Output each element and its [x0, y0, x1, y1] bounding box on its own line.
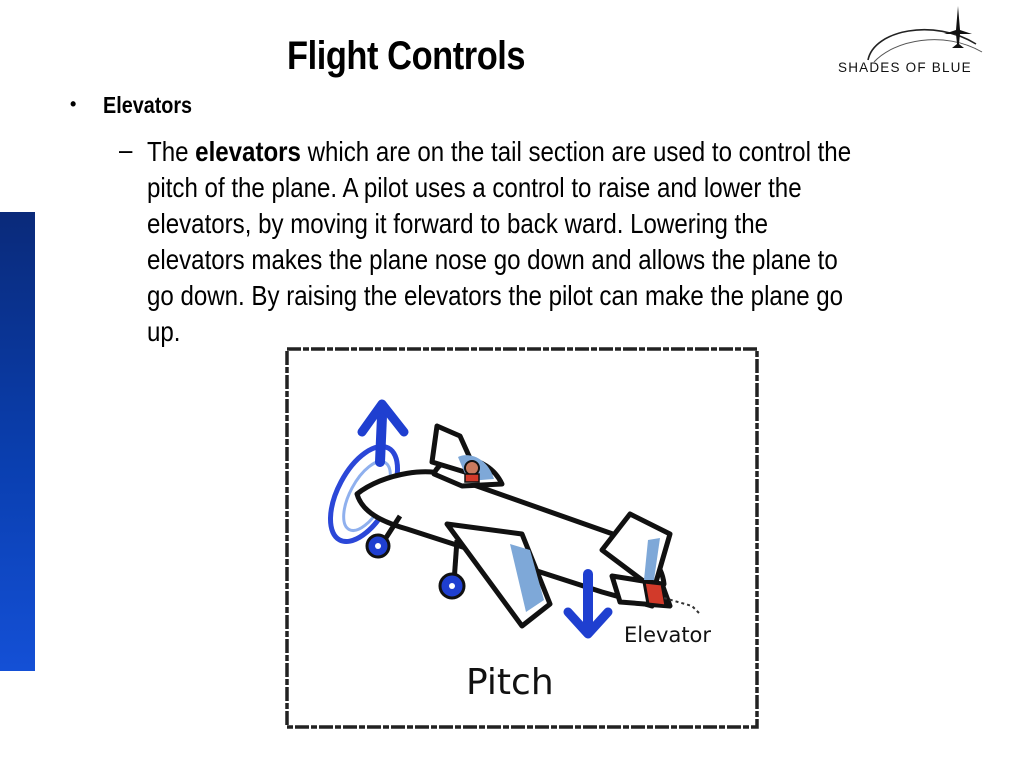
slide-title: Flight Controls [287, 34, 526, 78]
sub-bullet-marker: – [119, 134, 133, 165]
nose-up-arrow-icon [357, 399, 409, 467]
pitch-illustration: Elevator Pitch [285, 347, 759, 729]
paragraph-lead: The [147, 136, 196, 167]
logo-wordmark: SHADES OF BLUE [838, 60, 972, 75]
paragraph-bold-term: elevators [195, 136, 301, 167]
elevator-callout-line [663, 597, 701, 615]
shades-of-blue-logo [867, 6, 983, 63]
elevator-callout-label: Elevator [624, 623, 711, 647]
paragraph-line-2: pitch of the plane. A pilot uses a contr… [147, 172, 802, 203]
elevator-highlight [642, 580, 668, 608]
tail-down-arrow-icon [563, 569, 613, 639]
bullet-marker: • [70, 94, 77, 114]
pitch-caption: Pitch [466, 662, 554, 703]
paragraph-line-1-rest: which are on the tail section are used t… [300, 136, 852, 167]
sub-bullet-paragraph: The elevators which are on the tail sect… [147, 134, 979, 350]
paragraph-line-4: elevators makes the plane nose go down a… [147, 244, 838, 275]
paragraph-line-1: The elevators which are on the tail sect… [147, 134, 979, 170]
paragraph-line-3: elevators, by moving it forward to back … [147, 208, 769, 239]
pilot-icon [464, 460, 480, 483]
paragraph-line-5: go down. By raising the elevators the pi… [147, 280, 844, 311]
left-accent-bar [0, 212, 35, 671]
bullet-heading-elevators: Elevators [103, 92, 193, 118]
landing-gear-icon [365, 533, 466, 600]
paragraph-line-6: up. [147, 316, 181, 347]
